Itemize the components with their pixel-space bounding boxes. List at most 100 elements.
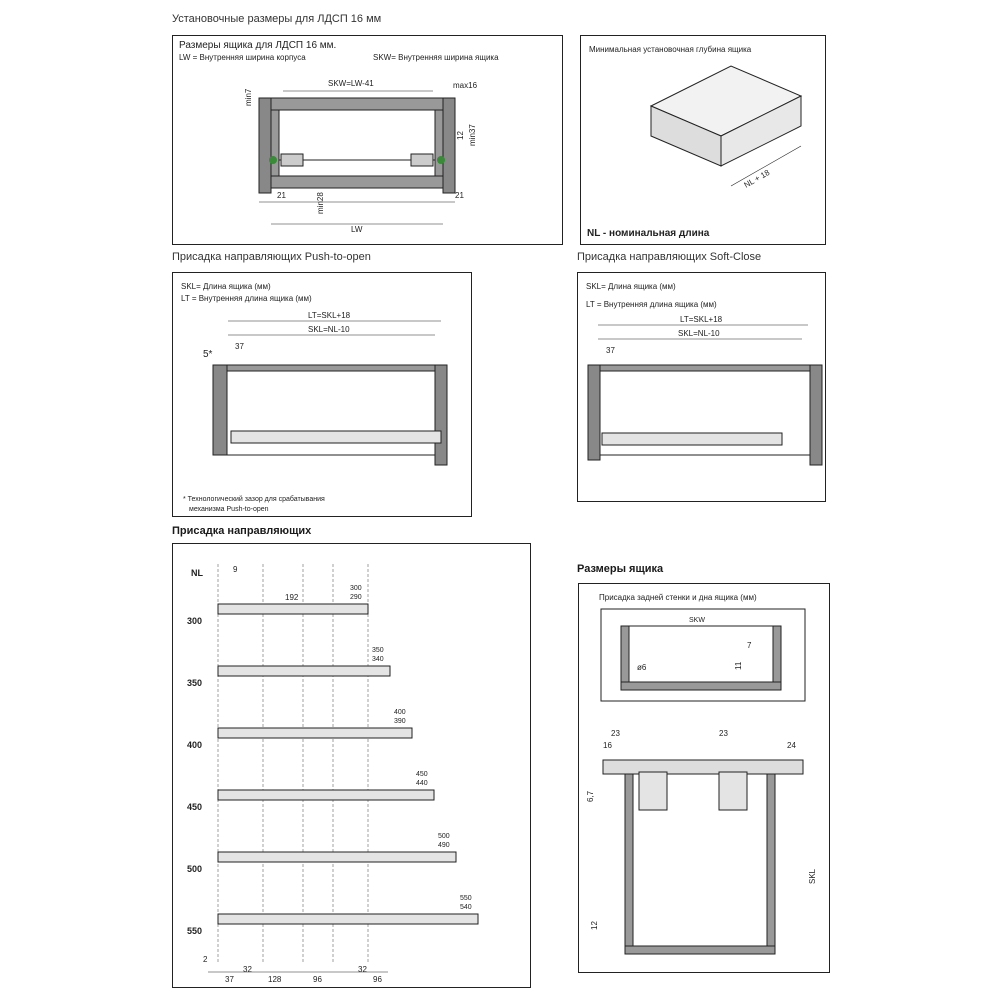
lt-definition: LT = Внутренняя длина ящика (мм): [181, 294, 312, 303]
d96-left-dimension: 96: [313, 975, 322, 984]
max16-dimension: max16: [453, 81, 478, 90]
drawer-top-view: [602, 759, 804, 775]
d32-left-dimension: 32: [243, 965, 252, 974]
runner-side-view: [601, 432, 783, 446]
d12-dimension: 12: [456, 131, 465, 140]
panel-title: Минимальная установочная глубина ящика: [589, 45, 752, 54]
d21-right-dimension: 21: [455, 191, 464, 200]
rail-nl-label: 400: [187, 740, 202, 750]
rail-length-b: 290: [350, 594, 362, 601]
drawer-right-side: [434, 109, 444, 187]
d32-right-dimension: 32: [358, 965, 367, 974]
right-lock-mechanism: [718, 771, 748, 811]
d37-dimension: 37: [225, 975, 234, 984]
rail-length-b: 340: [372, 656, 384, 663]
d7-dimension: 7: [747, 641, 752, 650]
drawer-top-edge: [226, 364, 448, 372]
runner-side-view: [230, 430, 442, 444]
d67-dimension: 6,7: [586, 790, 595, 802]
cabinet-back-panel: [809, 364, 823, 466]
skl-definition: SKL= Длина ящика (мм): [181, 282, 271, 291]
min7-dimension: min7: [244, 88, 253, 106]
rail-bar: [217, 851, 457, 863]
panel-title: Присадка задней стенки и дна ящика (мм): [599, 593, 757, 602]
min37-dimension: min37: [468, 124, 477, 146]
rail-nl-label: 550: [187, 926, 202, 936]
d9-dimension: 9: [233, 565, 238, 574]
isometric-drawer-drawing: Минимальная установочная глубина ящика N…: [587, 45, 803, 239]
d23-left-dimension: 23: [611, 729, 620, 738]
rail-length-a: 300: [350, 585, 362, 592]
d96-right-dimension: 96: [373, 975, 382, 984]
skl-dimension: SKL: [808, 868, 817, 884]
drawer-side-face: [720, 95, 802, 167]
rail-length-b: 490: [438, 842, 450, 849]
note-line2: механизма Push-to-open: [189, 506, 269, 513]
cabinet-front-panel: [587, 364, 601, 461]
rail-length-a: 350: [372, 647, 384, 654]
cabinet-back-panel: [434, 364, 448, 466]
skl-dimension: SKL=NL-10: [678, 329, 720, 338]
lw-definition: LW = Внутренняя ширина корпуса: [179, 53, 306, 62]
rail-length-a: 450: [416, 771, 428, 778]
lw-dimension: LW: [351, 225, 363, 234]
drawer-left-side: [270, 109, 280, 187]
box-heading: Размеры ящика: [577, 563, 664, 575]
skw-dimension: SKW: [689, 617, 705, 624]
d24-dimension: 24: [787, 741, 796, 750]
rail-nl-label: 300: [187, 616, 202, 626]
drawer-bottom: [270, 175, 444, 189]
d37-dimension: 37: [606, 346, 615, 355]
drawer-top-edge: [599, 364, 811, 372]
rail-length-b: 440: [416, 780, 428, 787]
d12-dimension: 12: [590, 921, 599, 930]
gap-dimension: 5*: [203, 349, 213, 360]
soft-close-drawing: SKL= Длина ящика (мм) LT = Внутренняя дл…: [586, 282, 823, 466]
lt-dimension: LT=SKL+18: [308, 311, 351, 320]
soft-heading: Присадка направляющих Soft-Close: [577, 251, 762, 263]
note-line1: * Технологический зазор для срабатывания: [183, 495, 325, 503]
cabinet-left-wall: [258, 97, 272, 194]
rail-drilling-drawing: NL 9 192 3003002903503503404004003904504…: [187, 564, 479, 984]
drawer-top-rail: [270, 97, 444, 111]
push-to-open-panel: SKL= Длина ящика (мм) LT = Внутренняя дл…: [172, 272, 472, 517]
rail-bar: [217, 665, 391, 677]
d128-dimension: 128: [268, 975, 282, 984]
cabinet-right-wall: [442, 97, 456, 194]
left-lock-mechanism: [638, 771, 668, 811]
d23-right-dimension: 23: [719, 729, 728, 738]
soft-close-panel: SKL= Длина ящика (мм) LT = Внутренняя дл…: [577, 272, 826, 502]
lt-definition: LT = Внутренняя длина ящика (мм): [586, 300, 717, 309]
rail-length-b: 540: [460, 904, 472, 911]
rail-nl-label: 350: [187, 678, 202, 688]
rail-bar: [217, 727, 413, 739]
d37-dimension: 37: [235, 342, 244, 351]
back-panel-inner: [620, 625, 782, 691]
d6-dimension: ø6: [637, 663, 647, 672]
cabinet-front-panel: [212, 364, 228, 456]
skl-dimension: SKL=NL-10: [308, 325, 350, 334]
skw-dimension: SKW=LW-41: [328, 79, 374, 88]
rails-heading: Присадка направляющих: [172, 525, 312, 537]
skl-definition: SKL= Длина ящика (мм): [586, 282, 676, 291]
right-runner: [410, 153, 434, 167]
rail-bar: [217, 913, 479, 925]
min28-dimension: min28: [316, 192, 325, 214]
d16-dimension: 16: [603, 741, 612, 750]
rail-length-a: 400: [394, 709, 406, 716]
left-runner: [280, 153, 304, 167]
box-dimensions-panel: Размеры ящика для ЛДСП 16 мм. LW = Внутр…: [172, 35, 563, 245]
min-depth-panel: Минимальная установочная глубина ящика N…: [580, 35, 826, 245]
nl-caption: NL - номинальная длина: [587, 228, 710, 239]
install-heading: Установочные размеры для ЛДСП 16 мм: [172, 13, 382, 25]
rail-rows-group: 3003002903503503404004003904504504405005…: [187, 585, 479, 936]
nl-column-label: NL: [191, 568, 203, 578]
box-drilling-panel: Присадка задней стенки и дна ящика (мм) …: [578, 583, 830, 973]
lt-dimension: LT=SKL+18: [680, 315, 723, 324]
rail-bar: [217, 603, 369, 615]
